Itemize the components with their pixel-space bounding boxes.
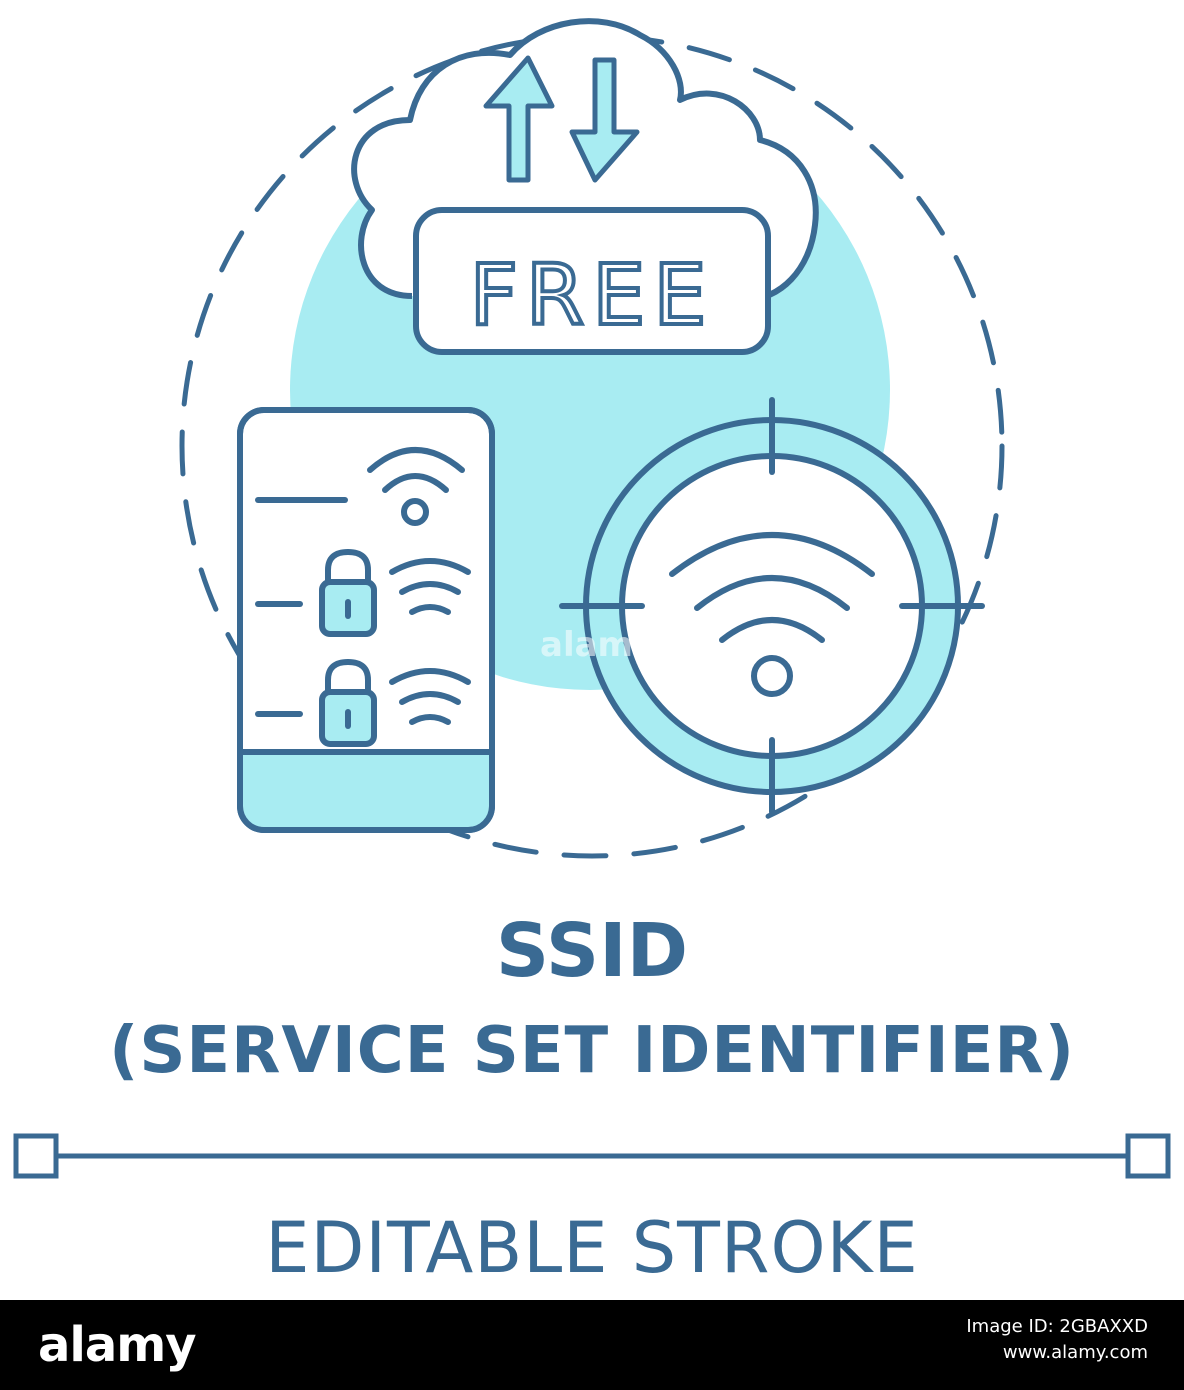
image-id: Image ID: 2GBAXXD: [966, 1316, 1148, 1337]
free-badge-label: FREE: [470, 246, 715, 344]
site-url[interactable]: www.alamy.com: [1002, 1342, 1148, 1363]
upload-download-arrows-icon: [483, 55, 640, 183]
editable-stroke-line: [13, 1133, 1171, 1179]
target-wifi-icon: [559, 397, 985, 815]
title-line-2: (SERVICE SET IDENTIFIER): [109, 1014, 1075, 1088]
smartphone-icon: [237, 407, 495, 833]
watermark-text: alamy: [540, 625, 656, 665]
footer-bar: alamy Image ID: 2GBAXXD www.alamy.com: [0, 1300, 1184, 1390]
title-line-1: SSID: [495, 908, 689, 994]
alamy-logo: alamy: [38, 1317, 197, 1373]
ssid-concept-icon: FREE: [13, 18, 1171, 1179]
free-badge: [413, 207, 771, 355]
subtitle: EDITABLE STROKE: [265, 1207, 919, 1289]
